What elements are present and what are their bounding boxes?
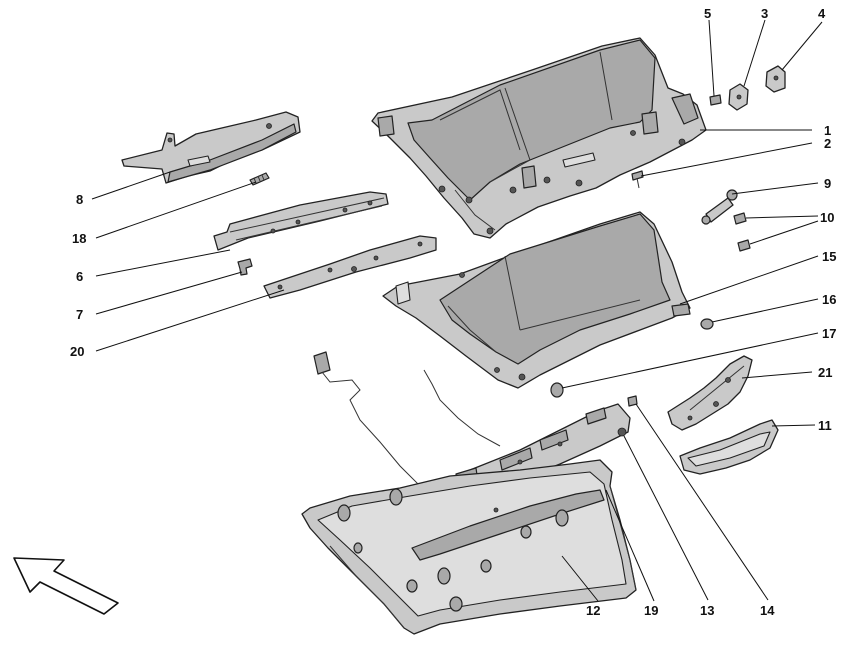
callout-15: 15 xyxy=(822,249,836,264)
leader-20 xyxy=(95,289,285,352)
part-12-glovebox-door xyxy=(301,459,637,635)
leader-10b xyxy=(749,220,819,245)
part-11-handle-cover xyxy=(679,419,779,475)
part-3-bracket xyxy=(728,83,749,111)
leader-3 xyxy=(743,19,766,87)
callout-11: 11 xyxy=(818,418,832,433)
part-16-bump-stop xyxy=(700,318,714,330)
lamp-cable xyxy=(313,351,501,493)
callout-21: 21 xyxy=(818,365,832,380)
leader-7 xyxy=(95,271,243,315)
leader-lines xyxy=(91,19,823,602)
part-17-bump-stop xyxy=(550,382,564,398)
leader-21 xyxy=(741,371,813,379)
callout-2: 2 xyxy=(824,136,831,151)
leader-13 xyxy=(623,435,709,601)
callout-7: 7 xyxy=(76,307,83,322)
callout-19: 19 xyxy=(644,603,658,618)
callout-10: 10 xyxy=(820,210,834,225)
part-1-glovebox-housing xyxy=(371,37,707,239)
callout-16: 16 xyxy=(822,292,836,307)
callout-18: 18 xyxy=(72,231,86,246)
leader-14 xyxy=(635,403,769,601)
part-5-screw xyxy=(709,94,722,106)
part-21-latch-bracket xyxy=(667,355,753,431)
leader-17 xyxy=(561,332,819,389)
part-6-hinge-plate xyxy=(213,191,389,251)
leader-15 xyxy=(679,255,819,305)
callout-labels: 1 2 3 4 5 6 7 8 9 10 11 12 13 14 15 16 1… xyxy=(70,6,836,618)
leader-5 xyxy=(708,19,715,97)
callout-5: 5 xyxy=(704,6,711,21)
leader-12 xyxy=(561,555,599,602)
callout-14: 14 xyxy=(760,603,775,618)
part-10-screws xyxy=(733,212,751,252)
callout-20: 20 xyxy=(70,344,84,359)
leader-4 xyxy=(781,21,823,71)
callout-9: 9 xyxy=(824,176,831,191)
callout-3: 3 xyxy=(761,6,768,21)
part-14-screw xyxy=(627,395,638,407)
leader-10a xyxy=(745,215,819,219)
leader-6 xyxy=(95,249,231,277)
part-2-screw xyxy=(631,170,644,189)
leader-16 xyxy=(711,298,819,323)
part-7-clip xyxy=(237,258,253,276)
callout-12: 12 xyxy=(586,603,600,618)
leader-18 xyxy=(95,181,257,239)
leader-2 xyxy=(640,142,813,177)
part-20-strip xyxy=(263,235,437,299)
leader-11 xyxy=(771,424,816,427)
leader-9 xyxy=(731,182,819,195)
leader-19 xyxy=(605,489,655,602)
callout-17: 17 xyxy=(822,326,836,341)
callout-1: 1 xyxy=(824,123,831,138)
part-4-bracket xyxy=(765,65,786,93)
callout-4: 4 xyxy=(818,6,826,21)
part-15-glovebox-liner xyxy=(382,211,691,389)
callout-6: 6 xyxy=(76,269,83,284)
arrow-up-left-icon xyxy=(13,557,119,615)
callout-13: 13 xyxy=(700,603,714,618)
part-8-bracket xyxy=(121,111,301,184)
leader-8 xyxy=(91,171,171,200)
part-9-gas-strut xyxy=(701,189,738,225)
callout-8: 8 xyxy=(76,192,83,207)
